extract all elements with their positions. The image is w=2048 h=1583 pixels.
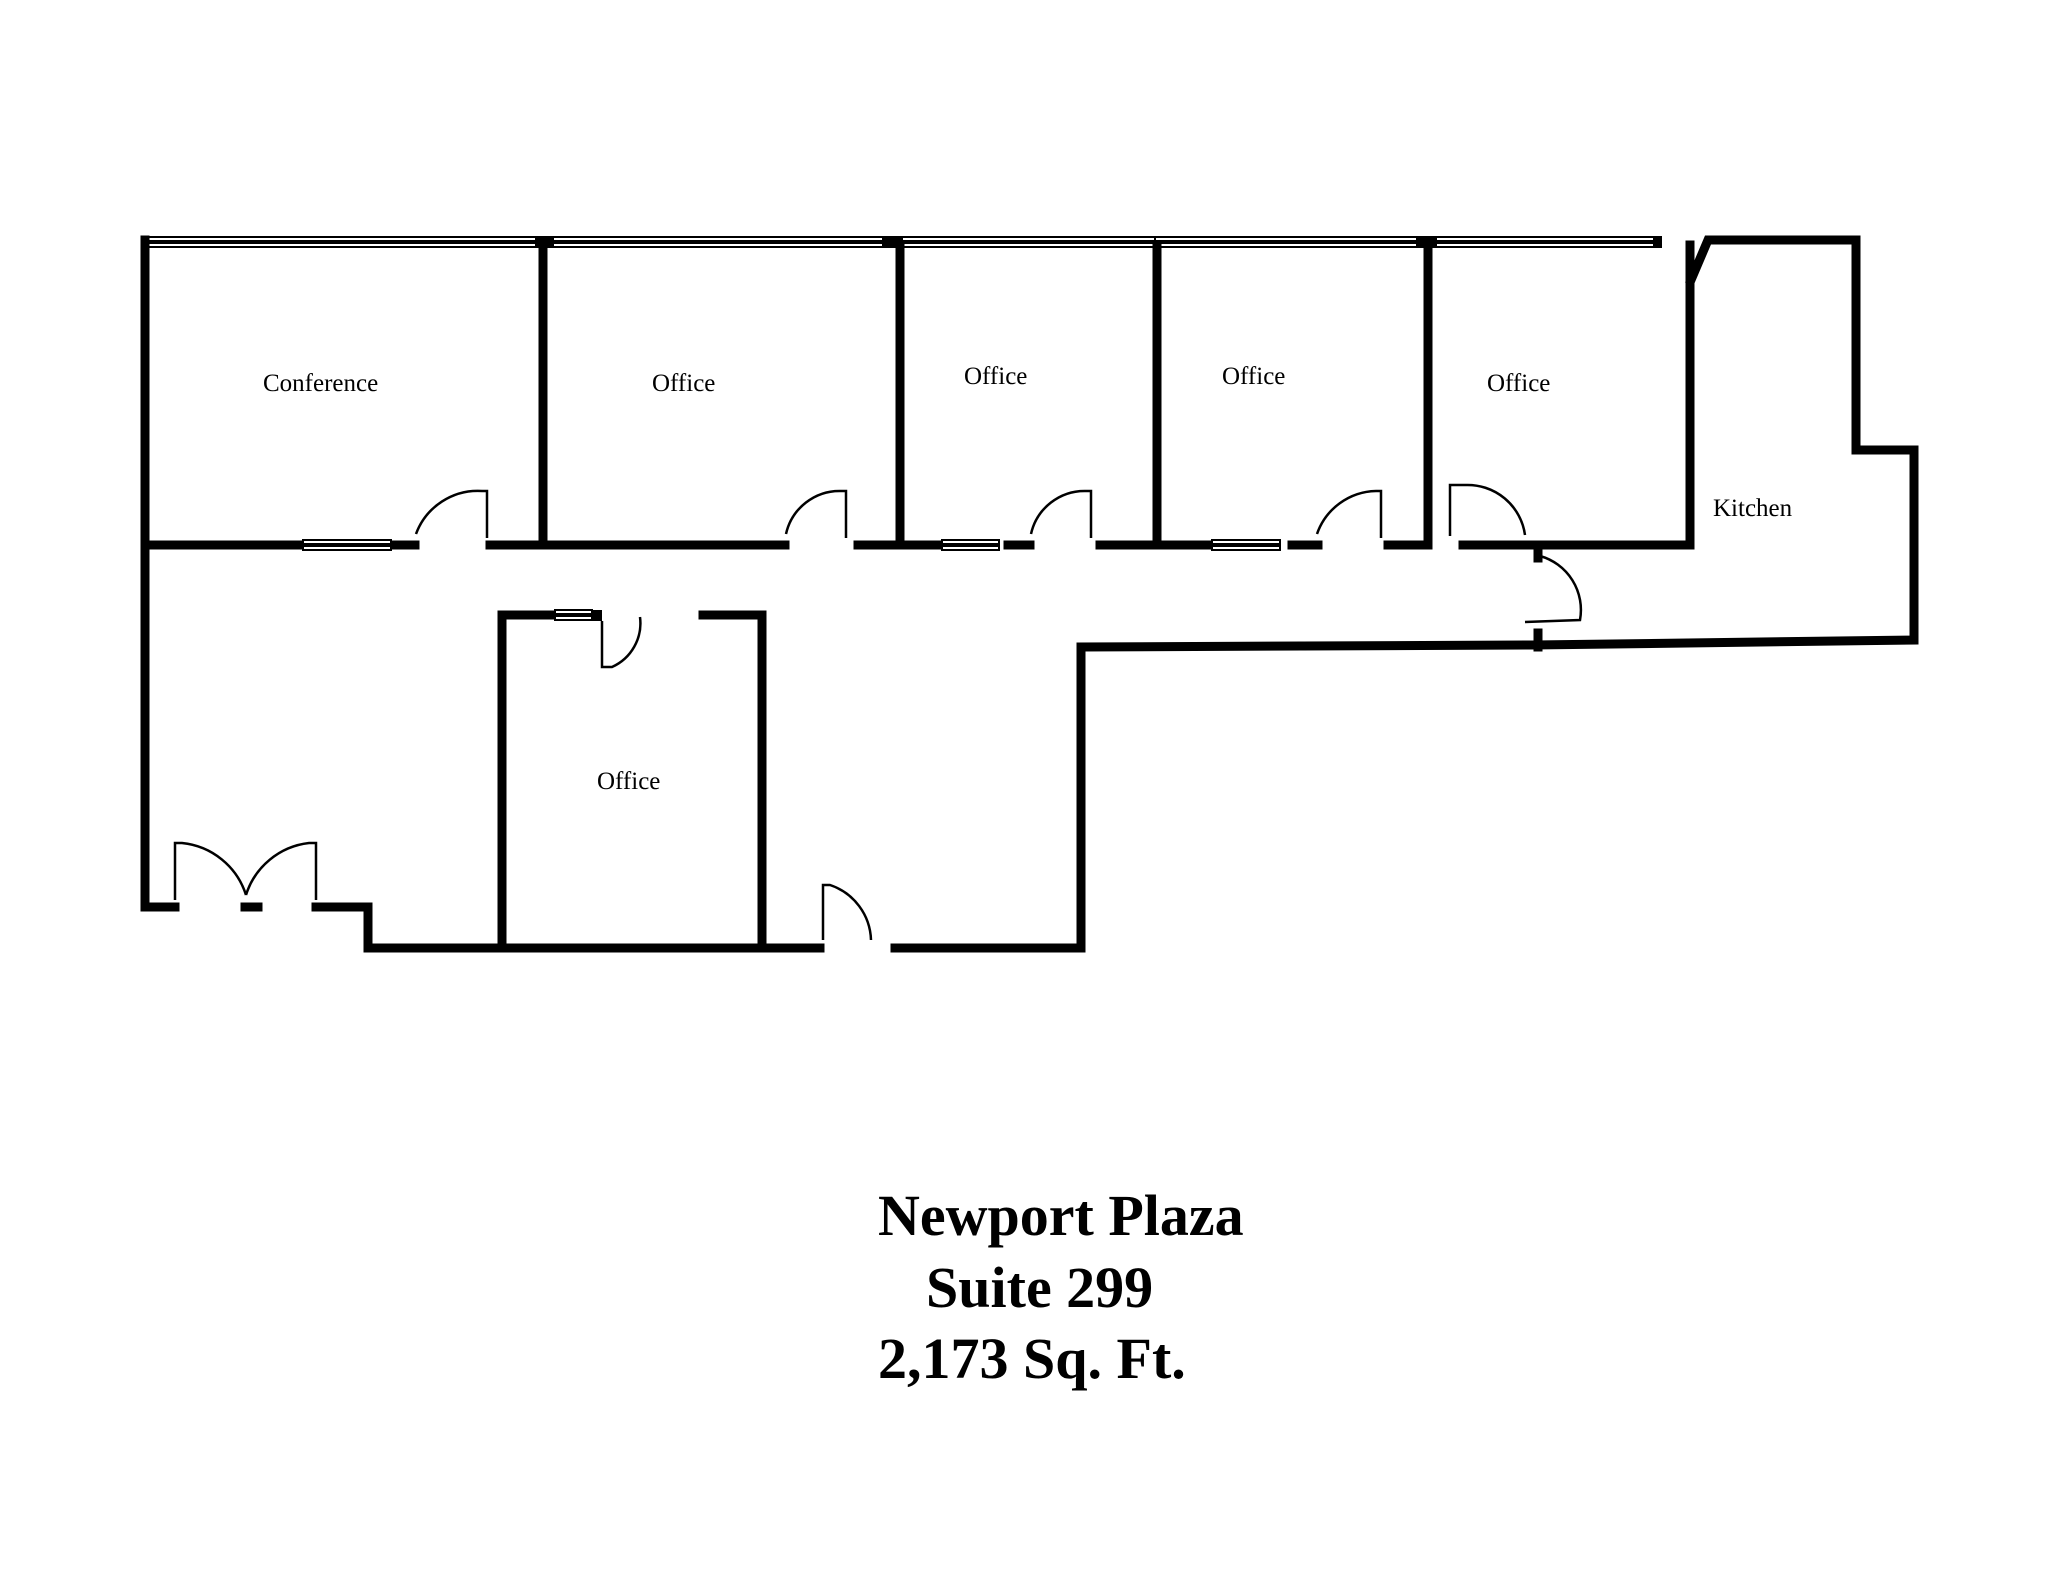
doors [173, 483, 1583, 941]
door-entry-left[interactable] [173, 841, 248, 900]
label-office-4: Office [1487, 370, 1550, 397]
square-footage: 2,173 Sq. Ft. [878, 1326, 1186, 1391]
exterior-windows [147, 236, 1662, 248]
room-labels: Conference Office Office Office Office K… [263, 363, 1793, 795]
door-office-3[interactable] [1315, 489, 1383, 538]
interior-windows [302, 539, 1281, 621]
label-office-1: Office [652, 370, 715, 397]
door-entry-right[interactable] [244, 841, 318, 900]
door-office-5[interactable] [600, 616, 642, 669]
door-office-4[interactable] [1448, 483, 1527, 536]
label-office-3: Office [1222, 363, 1285, 390]
building-name: Newport Plaza [878, 1183, 1244, 1248]
door-conference[interactable] [414, 489, 489, 538]
door-kitchen[interactable] [1524, 554, 1583, 624]
label-office-2: Office [964, 363, 1027, 390]
door-office-2[interactable] [1029, 489, 1093, 538]
door-suite-entry[interactable] [821, 883, 873, 941]
label-conference: Conference [263, 370, 378, 397]
door-office-1[interactable] [784, 489, 848, 538]
walls [140, 235, 1919, 953]
suite-number: Suite 299 [926, 1255, 1154, 1320]
label-kitchen: Kitchen [1713, 495, 1793, 522]
label-office-5: Office [597, 768, 660, 795]
